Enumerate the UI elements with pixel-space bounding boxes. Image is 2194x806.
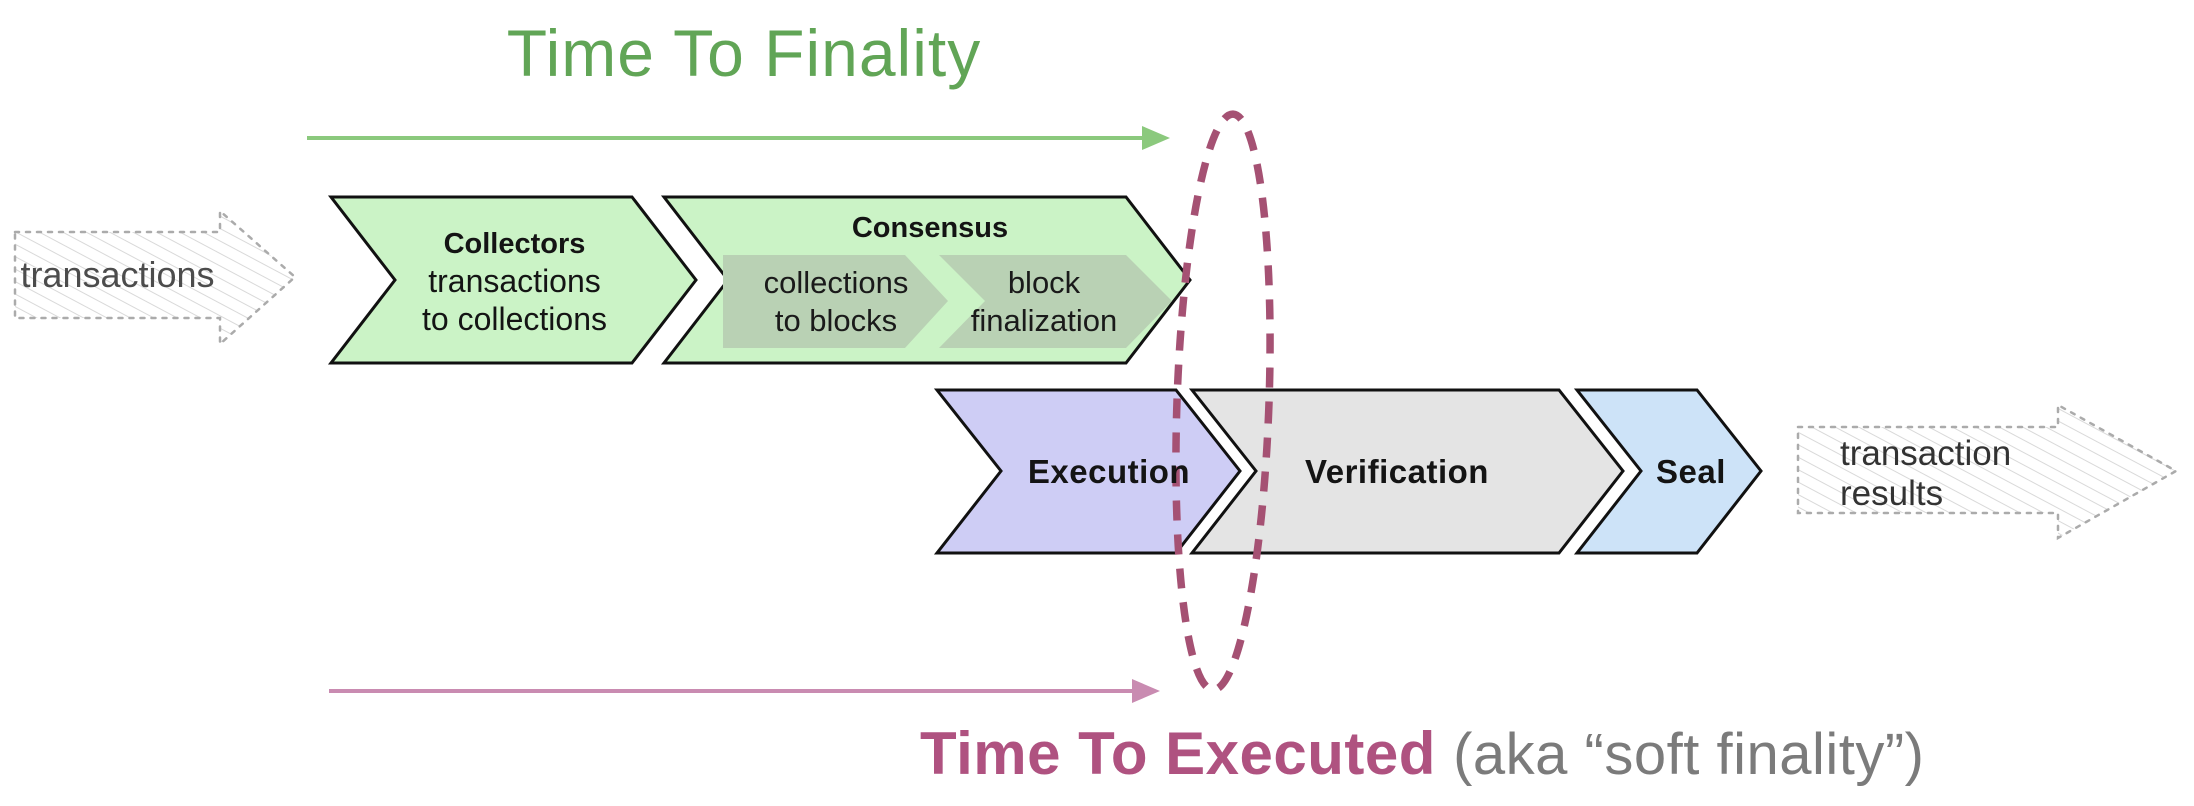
collectors-title: Collectors (443, 228, 586, 260)
consensus-sub-chevron-2 (939, 255, 1172, 348)
verification-label: Verification (1305, 452, 1489, 490)
time-to-executed-title-block: Time To Executed (aka “soft finality”) (920, 720, 1924, 789)
consensus-sub-1-line-2: to blocks (774, 303, 898, 338)
transactions-input-label: transactions (15, 232, 220, 318)
collectors-line-1: transactions (428, 263, 601, 299)
soft-finality-boundary-ellipse (1172, 110, 1274, 694)
verification-chevron (1188, 388, 1625, 555)
seal-label: Seal (1656, 452, 1726, 490)
time-to-finality-title: Time To Finality (506, 16, 982, 90)
consensus-sub-2-line-2: finalization (970, 303, 1118, 338)
seal-chevron (1573, 388, 1763, 555)
transactions-input-arrow (13, 208, 297, 347)
consensus-sub-chevron-1 (723, 255, 948, 348)
transaction-results-line-2: results (1840, 474, 1944, 513)
soft-finality-note: (aka “soft finality”) (1453, 722, 1925, 787)
collectors-line-2: to collections (422, 301, 607, 337)
transactions-input-text: transactions (20, 254, 215, 295)
transaction-results-line-1: transaction (1840, 434, 2012, 473)
consensus-sub-2-line-1: block (1007, 265, 1081, 300)
consensus-title: Consensus (851, 212, 1009, 244)
execution-label: Execution (1027, 452, 1191, 490)
collectors-chevron (327, 195, 698, 365)
consensus-sub-1-line-1: collections (763, 265, 909, 300)
time-to-finality-arrowhead (1142, 126, 1170, 150)
transaction-results-label: transaction results (1840, 434, 2080, 514)
time-to-executed-title: Time To Executed (920, 720, 1436, 787)
consensus-sub-label-2: block finalization (944, 257, 1144, 347)
consensus-sub-label-1: collections to blocks (736, 257, 936, 347)
transaction-results-output-arrow (1796, 402, 2179, 541)
collectors-label-block: Collectors transactions to collections (397, 212, 632, 352)
time-to-executed-arrowhead (1132, 679, 1160, 703)
